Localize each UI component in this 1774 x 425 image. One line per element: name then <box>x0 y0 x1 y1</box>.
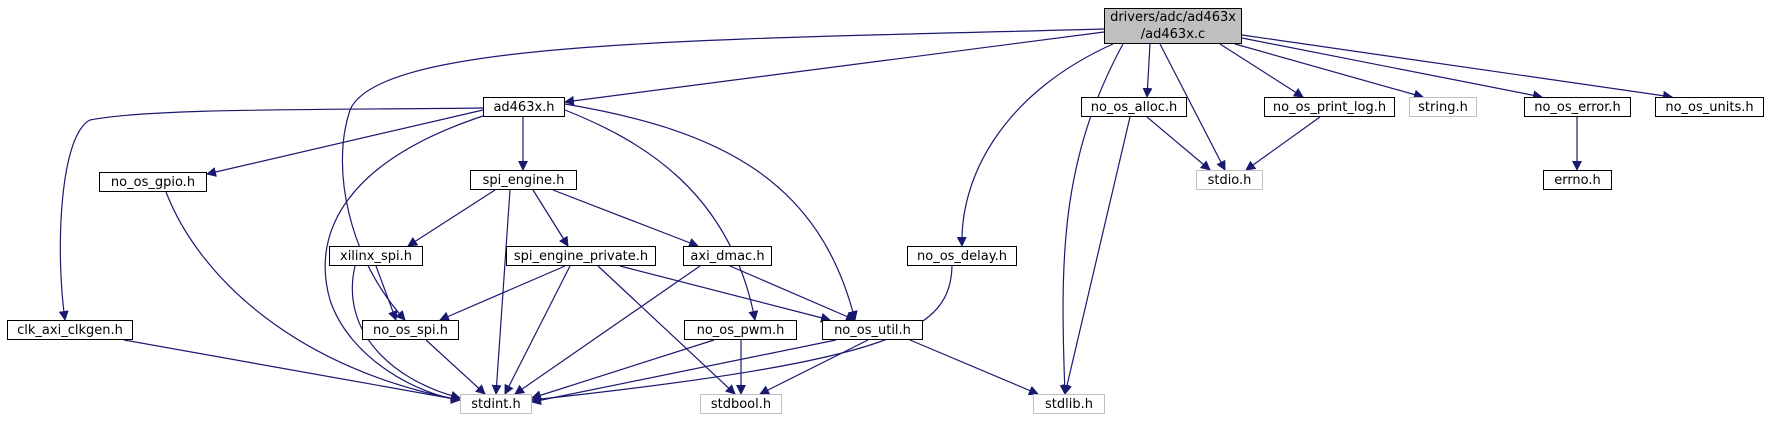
edge-root-string <box>1234 43 1424 100</box>
node-no-os-util-h[interactable]: no_os_util.h <box>822 320 923 340</box>
edge-alloc-stdio <box>1146 116 1211 171</box>
node-axi-dmac-h[interactable]: axi_dmac.h <box>683 246 772 266</box>
node-stdlib-h: stdlib.h <box>1033 394 1105 414</box>
node-spi-engine-private-h[interactable]: spi_engine_private.h <box>506 246 656 266</box>
node-no-os-print-log-h[interactable]: no_os_print_log.h <box>1264 97 1395 117</box>
node-stdbool-h: stdbool.h <box>700 394 782 414</box>
edge-xilinx-stdint <box>351 265 461 401</box>
edge-private-stdbool <box>597 265 736 395</box>
edge-root-nospi <box>341 28 1105 321</box>
node-errno-h[interactable]: errno.h <box>1543 170 1612 190</box>
node-label: no_os_error.h <box>1534 99 1621 115</box>
edge-dmac-util <box>729 265 856 322</box>
node-label: stdbool.h <box>710 396 772 412</box>
edge-dmac-stdint <box>514 265 701 395</box>
edge-root-units <box>1241 34 1673 101</box>
node-label-line2: /ad463x.c <box>1140 27 1206 42</box>
edge-gpio-stdint <box>165 191 461 404</box>
edge-ad463x-stdint <box>324 115 484 404</box>
node-ad463x-c: drivers/adc/ad463x /ad463x.c <box>1104 8 1242 44</box>
edge-util-stdbool <box>759 339 869 395</box>
edge-root-ad463x <box>564 31 1105 106</box>
edge-root-delay <box>956 43 1114 247</box>
edge-ad463x-pwm <box>564 109 759 321</box>
node-no-os-pwm-h[interactable]: no_os_pwm.h <box>684 320 797 340</box>
node-label: spi_engine_private.h <box>513 248 649 264</box>
node-label: no_os_gpio.h <box>110 174 196 190</box>
node-ad463x-h[interactable]: ad463x.h <box>483 97 565 117</box>
edge-spiengine-private <box>532 189 569 247</box>
node-label: no_os_alloc.h <box>1090 99 1178 115</box>
edge-ad463x-util <box>564 103 858 321</box>
node-label: spi_engine.h <box>482 172 565 188</box>
edge-printlog-stdio <box>1245 116 1321 171</box>
node-no-os-units-h[interactable]: no_os_units.h <box>1655 97 1764 117</box>
edge-util-stdlib <box>909 339 1039 396</box>
edge-root-alloc <box>1142 43 1153 98</box>
node-no-os-error-h[interactable]: no_os_error.h <box>1524 97 1631 117</box>
node-no-os-alloc-h[interactable]: no_os_alloc.h <box>1081 97 1187 117</box>
edge-ad463x-clkgen <box>58 107 484 321</box>
node-xilinx-spi-h[interactable]: xilinx_spi.h <box>329 246 423 266</box>
node-label: no_os_util.h <box>834 322 911 338</box>
edge-private-nospi <box>439 265 566 322</box>
node-no-os-delay-h[interactable]: no_os_delay.h <box>907 246 1017 266</box>
node-stdio-h: stdio.h <box>1196 170 1263 190</box>
node-label: stdint.h <box>471 396 521 412</box>
edge-clkgen-stdint <box>123 339 461 404</box>
edge-xilinx-nospi <box>375 265 398 321</box>
edge-pwm-stdint <box>531 339 715 401</box>
edge-spiengine-xilinx <box>407 189 496 247</box>
node-label: no_os_print_log.h <box>1272 99 1387 115</box>
node-stdint-h: stdint.h <box>460 394 532 414</box>
edge-delay-stdint <box>531 265 953 404</box>
edge-alloc-stdlib <box>1062 116 1131 395</box>
node-no-os-spi-h[interactable]: no_os_spi.h <box>362 320 459 340</box>
edge-root-stdlib <box>1059 43 1124 395</box>
node-label: ad463x.h <box>493 99 555 115</box>
edge-util-stdint <box>531 339 837 406</box>
edge-spiengine-dmac <box>552 189 699 248</box>
node-label: no_os_units.h <box>1665 99 1754 115</box>
node-spi-engine-h[interactable]: spi_engine.h <box>470 170 577 190</box>
node-label: string.h <box>1418 99 1468 115</box>
node-label-line1: drivers/adc/ad463x <box>1110 10 1236 25</box>
edge-root-error <box>1241 37 1543 101</box>
node-label: no_os_pwm.h <box>696 322 785 338</box>
node-label: xilinx_spi.h <box>340 248 412 264</box>
node-label: stdio.h <box>1207 172 1252 188</box>
node-clk-axi-clkgen-h[interactable]: clk_axi_clkgen.h <box>7 320 133 340</box>
edge-private-stdint <box>504 265 571 395</box>
node-label: no_os_spi.h <box>373 322 448 338</box>
node-label: no_os_delay.h <box>917 248 1007 264</box>
node-label: axi_dmac.h <box>690 248 765 264</box>
edge-spiengine-stdint <box>491 189 511 395</box>
node-no-os-gpio-h[interactable]: no_os_gpio.h <box>99 172 207 192</box>
edge-root-stdio <box>1159 43 1226 171</box>
node-string-h: string.h <box>1409 97 1477 117</box>
edge-ad463x-gpio <box>206 109 484 177</box>
node-label: clk_axi_clkgen.h <box>17 322 123 338</box>
node-label: stdlib.h <box>1045 396 1093 412</box>
edge-nospi-stdint <box>425 339 486 395</box>
edge-root-printlog <box>1219 43 1304 98</box>
node-label: errno.h <box>1554 172 1601 188</box>
edge-private-util <box>619 265 831 323</box>
